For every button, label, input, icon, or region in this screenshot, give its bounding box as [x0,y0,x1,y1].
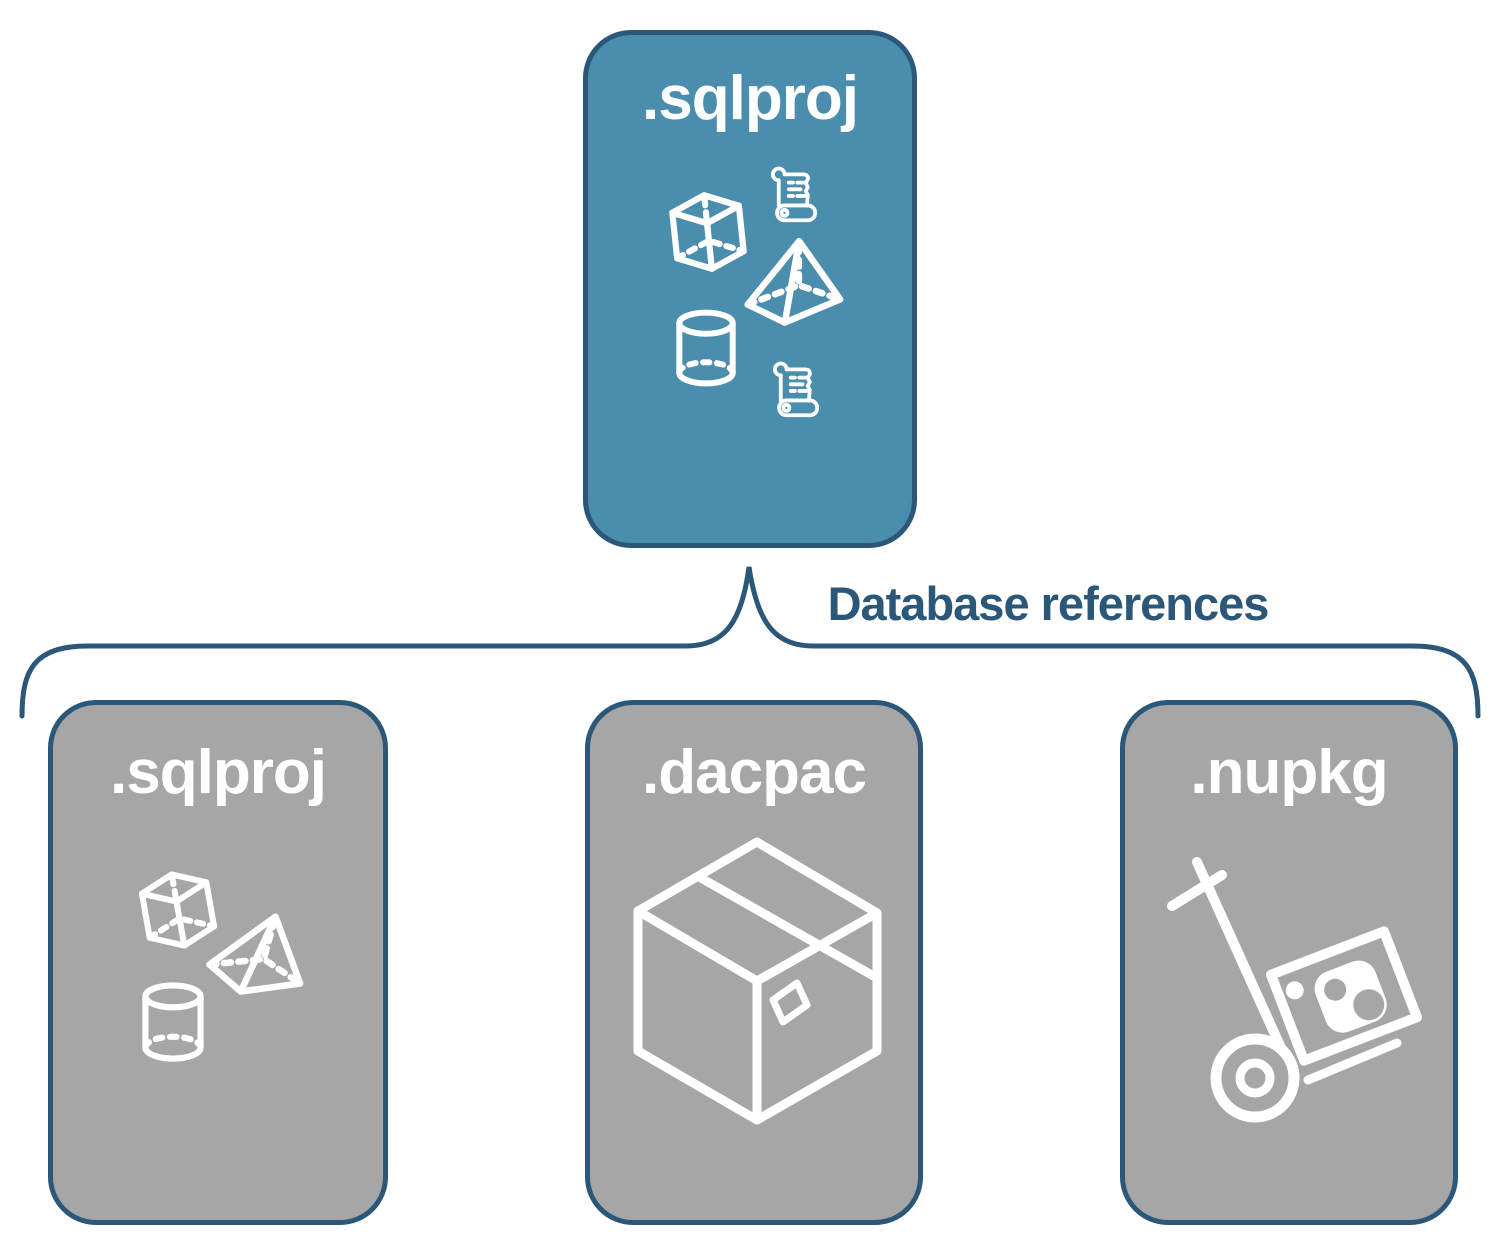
connector-label: Database references [827,577,1270,630]
node-dacpac-ref: .dacpac [585,700,923,1225]
node-sqlproj-main-label: .sqlproj [642,64,859,133]
node-sqlproj-main: .sqlproj [583,30,917,548]
node-nupkg-ref-label: .nupkg [1190,738,1388,807]
node-sqlproj-ref: .sqlproj [48,700,388,1225]
node-dacpac-ref-label: .dacpac [642,738,867,807]
node-nupkg-ref: .nupkg [1120,700,1458,1225]
node-sqlproj-ref-label: .sqlproj [110,738,327,807]
